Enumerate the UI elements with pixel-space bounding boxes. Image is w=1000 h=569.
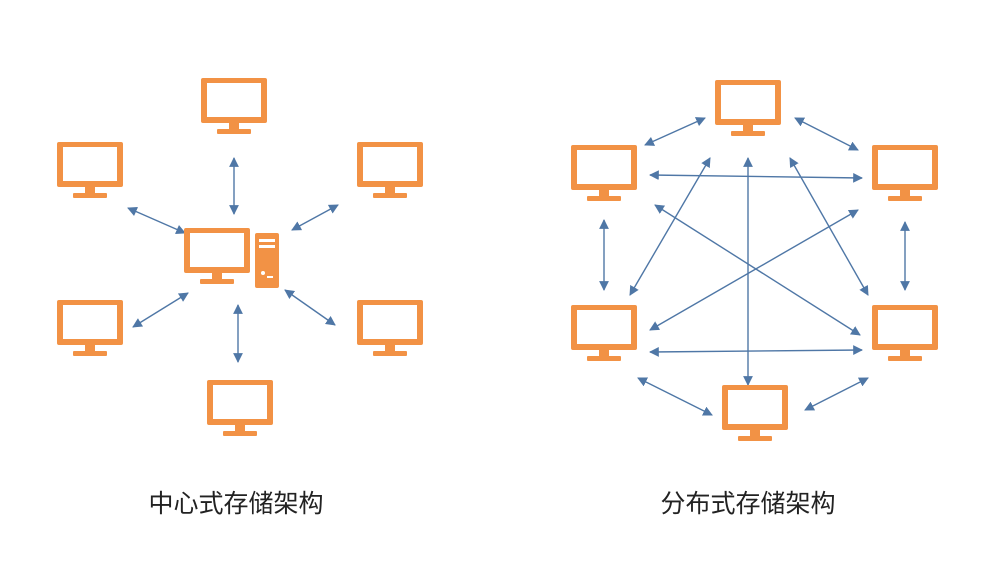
centralized-link-arrow xyxy=(284,289,336,326)
distributed-link-arrow xyxy=(794,117,859,151)
distributed-link-arrow xyxy=(649,209,859,331)
distributed-link-arrow xyxy=(629,157,711,296)
centralized-link-arrow xyxy=(127,207,186,234)
peer-monitor-icon xyxy=(872,305,938,361)
client-monitor-icon xyxy=(357,300,423,356)
distributed-diagram: 分布式存储架构 xyxy=(571,80,938,518)
client-monitor-icon xyxy=(357,142,423,198)
peer-monitor-icon xyxy=(715,80,781,136)
distributed-link-arrow xyxy=(637,377,713,416)
peer-monitor-icon xyxy=(571,145,637,201)
peer-monitor-icon xyxy=(872,145,938,201)
distributed-link-arrow xyxy=(804,377,869,411)
server-tower-icon xyxy=(255,233,279,288)
centralized-link-arrow xyxy=(291,204,339,231)
distributed-caption: 分布式存储架构 xyxy=(660,489,835,518)
centralized-links xyxy=(127,157,339,363)
distributed-link-arrow xyxy=(649,345,863,357)
client-monitor-icon xyxy=(207,380,273,436)
centralized-caption: 中心式存储架构 xyxy=(148,489,323,518)
centralized-link-arrow xyxy=(132,292,189,328)
centralized-diagram: 中心式存储架构 xyxy=(57,78,423,518)
distributed-links xyxy=(599,117,910,416)
distributed-link-arrow xyxy=(649,170,863,183)
peer-monitor-icon xyxy=(571,305,637,361)
distributed-nodes xyxy=(571,80,938,441)
distributed-link-arrow xyxy=(644,117,706,146)
client-monitor-icon xyxy=(57,142,123,198)
central-hub-monitor-icon xyxy=(184,228,250,284)
distributed-link-arrow xyxy=(654,204,861,336)
peer-monitor-icon xyxy=(722,385,788,441)
centralized-nodes xyxy=(57,78,423,436)
client-monitor-icon xyxy=(57,300,123,356)
client-monitor-icon xyxy=(201,78,267,134)
